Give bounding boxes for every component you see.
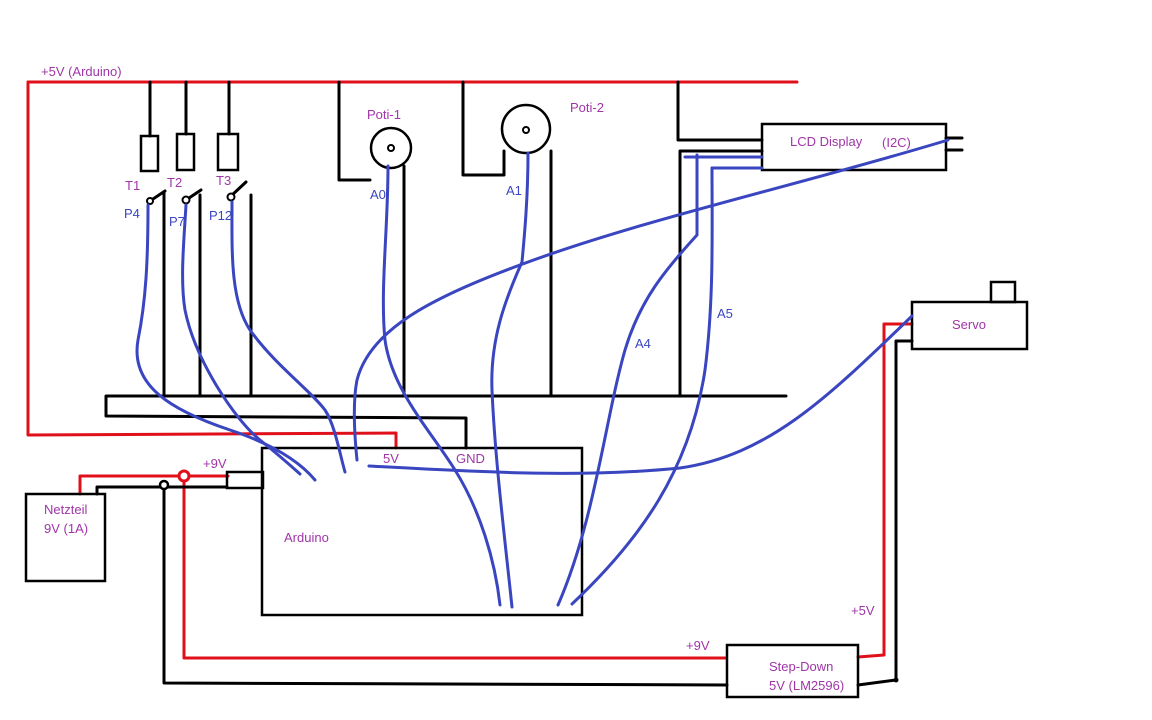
rail-5v-label: +5V (Arduino) <box>41 64 122 79</box>
p4-label: P4 <box>124 206 140 221</box>
p7-label: P7 <box>169 214 185 229</box>
a0-label: A0 <box>370 187 386 202</box>
labels: +5V (Arduino) T1 T2 T3 P4 P7 P12 Poti-1 … <box>41 64 986 693</box>
arduino-label: Arduino <box>284 530 329 545</box>
stepdown-ground-dot <box>893 677 899 683</box>
t1-label: T1 <box>125 178 140 193</box>
ground-wires <box>95 80 964 687</box>
ground-to-stepdown-wire <box>162 485 729 687</box>
lcd-label: LCD Display <box>790 134 863 149</box>
p12-label: P12 <box>209 208 232 223</box>
9v-to-stepdown-wire <box>182 474 727 660</box>
a4-signal-wire <box>556 153 699 607</box>
stepdown-5v-label: +5V <box>851 603 875 618</box>
poti2-label: Poti-2 <box>570 100 604 115</box>
resistor-t1 <box>139 134 160 173</box>
a4-label: A4 <box>635 336 651 351</box>
t3-label: T3 <box>216 173 231 188</box>
a5-label: A5 <box>717 306 733 321</box>
p7-signal-wire <box>181 203 302 476</box>
servo-signal-wire <box>367 314 914 475</box>
servo-horn <box>989 280 1017 304</box>
a1-label: A1 <box>506 183 522 198</box>
resistor-t2 <box>175 132 196 172</box>
psu-label-line1: Netzteil <box>44 502 87 517</box>
poti2-wiper <box>522 126 530 134</box>
ground-bus <box>104 394 788 450</box>
a5-signal-wire <box>570 166 714 606</box>
servo-label: Servo <box>952 317 986 332</box>
p12-signal-wire <box>230 200 347 474</box>
lcd-5v-lead <box>676 80 764 142</box>
lcd-display-box <box>760 122 948 172</box>
stepdown-9v-label: +9V <box>686 638 710 653</box>
stepdown-label-line2: 5V (LM2596) <box>769 678 844 693</box>
lcd-long-signal-wire <box>352 138 950 462</box>
t2-label: T2 <box>167 175 182 190</box>
switch-contact-t3 <box>226 192 236 202</box>
switch-contact-t2 <box>181 195 191 205</box>
stepdown-ground-to-servo-wire <box>856 339 914 687</box>
pin-9v-label: +9V <box>203 456 227 471</box>
signal-wires <box>135 138 950 609</box>
poti1-wiper <box>387 144 395 152</box>
a0-signal-wire <box>381 164 502 607</box>
arduino-power-jack <box>225 470 265 490</box>
poti2-5v-lead <box>461 80 506 177</box>
a1-signal-wire <box>490 151 530 609</box>
resistor-t3 <box>216 132 240 172</box>
stepdown-box <box>725 643 860 699</box>
stepdown-5v-to-servo-wire <box>856 322 914 659</box>
pin-5v-label: 5V <box>383 451 399 466</box>
servo-box <box>910 300 1029 351</box>
pin-gnd-label: GND <box>456 451 485 466</box>
9v-junction <box>177 469 191 483</box>
poti1-label: Poti-1 <box>367 107 401 122</box>
psu-box <box>24 492 107 583</box>
switch-contact-t1 <box>146 197 154 205</box>
lcd-i2c-label: (I2C) <box>882 135 911 150</box>
stepdown-label-line1: Step-Down <box>769 659 833 674</box>
p4-signal-wire <box>135 203 317 482</box>
poti1-5v-lead <box>337 80 372 182</box>
ground-junction <box>158 479 170 491</box>
rail-5v-to-arduino-wire <box>26 80 398 450</box>
poti1-body <box>369 126 413 170</box>
psu-label-line2: 9V (1A) <box>44 521 88 536</box>
power-wires <box>26 80 914 660</box>
poti2-body <box>500 103 552 155</box>
psu-ground-wire <box>95 485 229 496</box>
lcd-gnd-lead <box>678 149 764 398</box>
psu-9v-wire <box>78 474 230 496</box>
